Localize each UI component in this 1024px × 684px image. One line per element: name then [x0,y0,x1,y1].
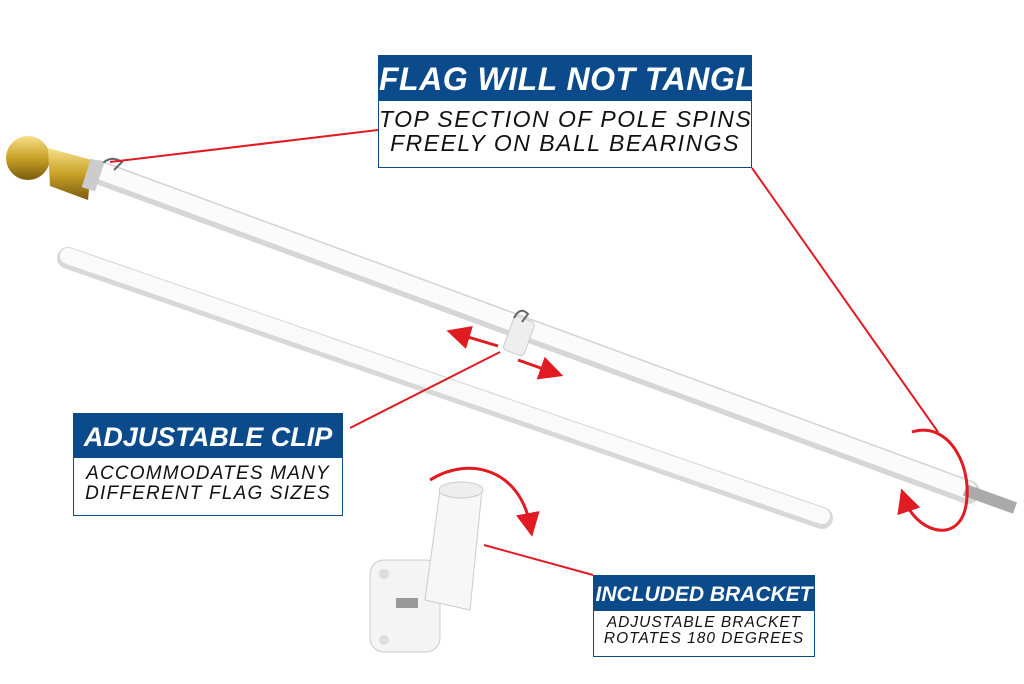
bracket-rotation-arrow-icon [429,466,540,537]
gold-ball-finial-icon [6,136,105,200]
lower-pole-section [57,247,833,529]
callout-text-line: TOP SECTION OF POLE SPINS [379,106,753,132]
rotation-arrow-icon [897,428,969,532]
slide-right-arrow-icon [517,356,564,380]
leader-line-tangle-rotation [751,167,939,433]
leader-line-clip [349,351,501,429]
callout-flag-will-not-tangle: FLAG WILL NOT TANGLE TOP SECTION OF POLE… [378,55,777,168]
leader-line-bracket [483,544,594,576]
callout-title: FLAG WILL NOT TANGLE [379,56,777,101]
callout-text-line: ROTATES 180 DEGREES [603,630,805,648]
callout-adjustable-clip: ADJUSTABLE CLIP ACCOMMODATES MANY DIFFER… [73,413,343,516]
callout-text-line: ACCOMMODATES MANY [86,463,330,484]
upper-pole-section [86,157,1018,514]
callout-included-bracket: INCLUDED BRACKET ADJUSTABLE BRACKET ROTA… [593,575,815,657]
callout-text-line: FREELY ON BALL BEARINGS [390,130,740,157]
slide-left-arrow-icon [446,325,499,349]
callout-title: ADJUSTABLE CLIP [74,414,342,458]
callout-title: INCLUDED BRACKET [594,576,814,611]
mounting-bracket [369,481,484,653]
callout-text-line: DIFFERENT FLAG SIZES [85,482,331,504]
callout-text-line: ADJUSTABLE BRACKET [606,614,802,631]
leader-line-tangle [109,129,379,163]
